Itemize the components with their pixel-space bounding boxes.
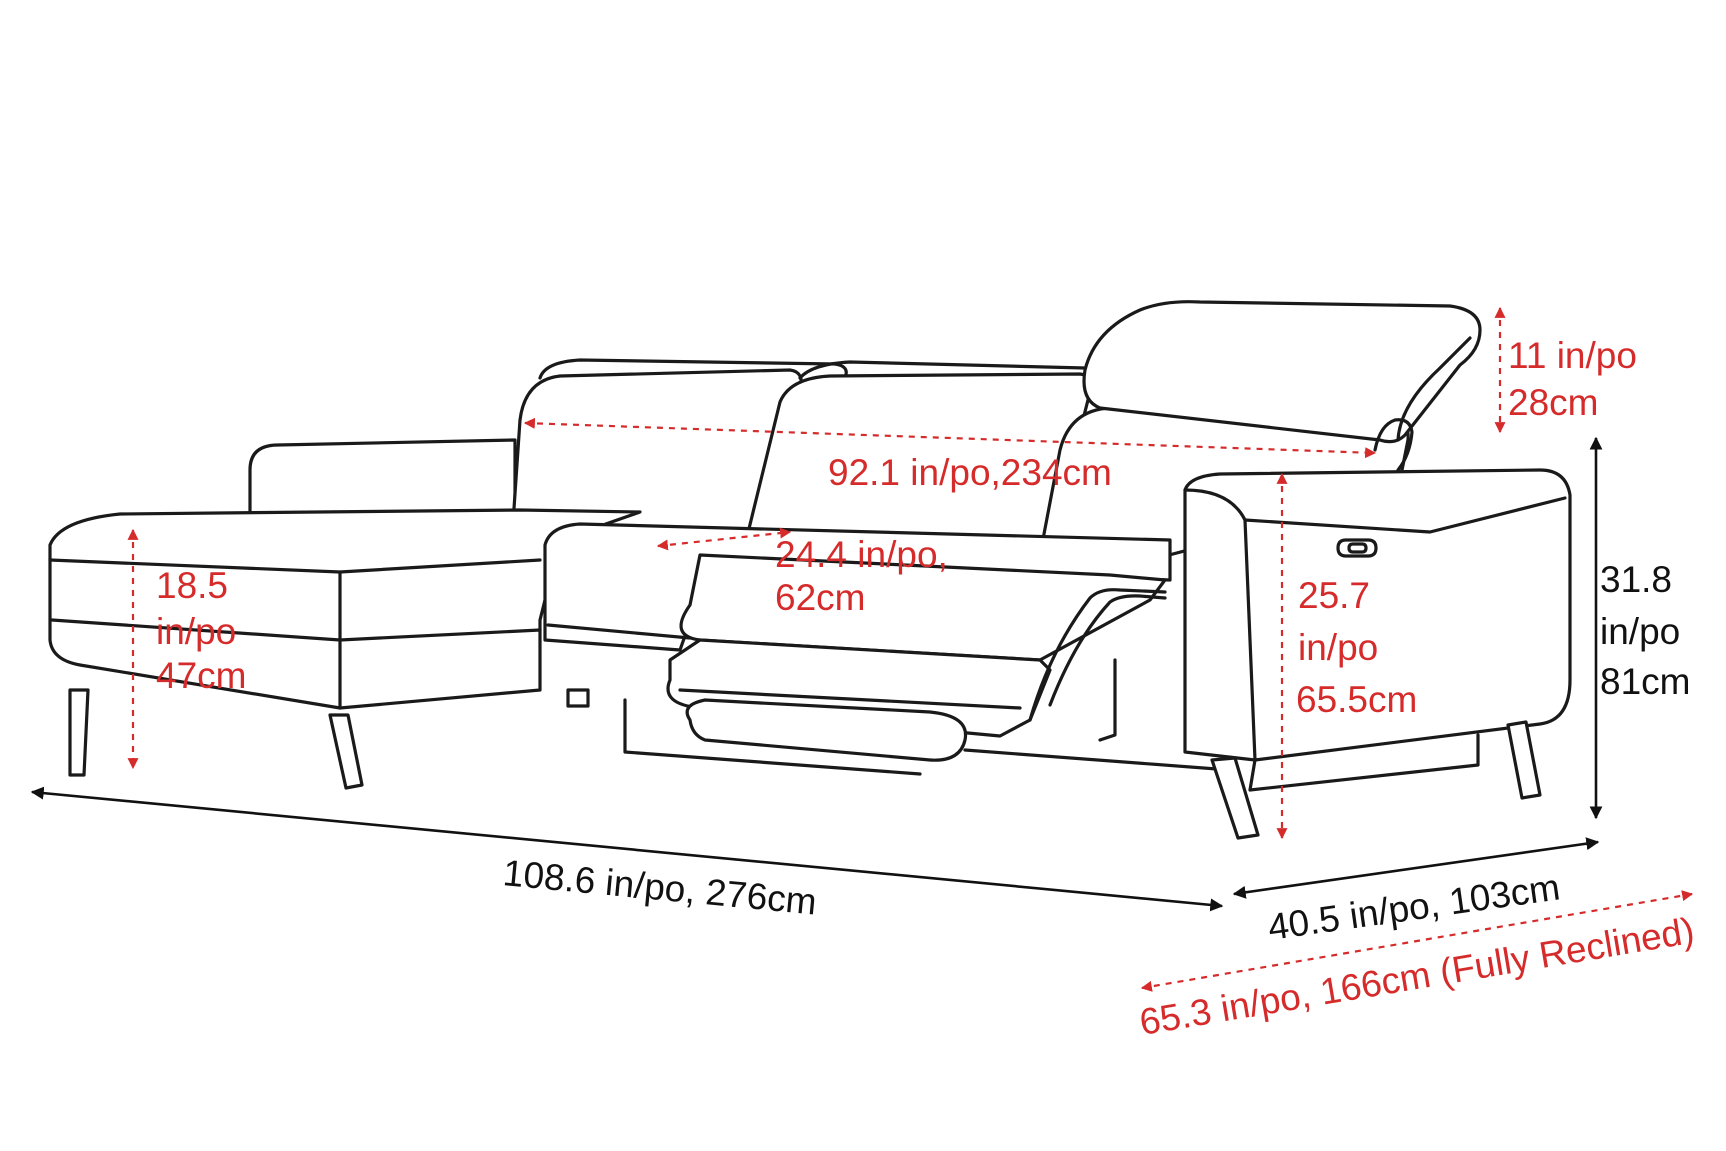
seat-depth-label-1: 24.4 in/po,: [775, 534, 948, 575]
chaise-base-line: [50, 618, 542, 642]
seat-depth-arrow: [656, 527, 792, 551]
headrest-inner-curve: [1396, 336, 1472, 442]
recliner-legrest-line: [678, 688, 1022, 710]
back-width-label: 92.1 in/po,234cm: [828, 452, 1112, 493]
back-cushion-middle-top: [798, 360, 1087, 380]
leg-front-middle: [328, 713, 364, 790]
total-width-arrow: [30, 786, 1224, 912]
right-arm-base: [1248, 733, 1480, 792]
leg-front-left: [68, 688, 90, 777]
seat-height-label-3: 47cm: [156, 655, 246, 696]
seat-height-label-2: in/po: [156, 611, 236, 652]
arm-height-label-3: 65.5cm: [1296, 679, 1417, 720]
recliner-seat: [679, 553, 1167, 662]
recliner-button-inner-icon: [1347, 542, 1368, 554]
chaise-back: [248, 438, 517, 527]
seat-height-label-1: 18.5: [156, 565, 228, 606]
leg-back-right: [1506, 720, 1542, 800]
total-height-label-2: in/po: [1600, 611, 1680, 652]
recliner-footrest: [685, 698, 968, 762]
total-depth-label: 40.5 in/po, 103cm: [1265, 866, 1562, 948]
middle-seat-front: [546, 623, 692, 640]
recliner-mechanism: [1028, 588, 1167, 722]
headrest-height-label-1: 11 in/po: [1508, 335, 1637, 376]
total-depth-arrow: [1232, 837, 1600, 899]
total-height-label-1: 31.8: [1600, 559, 1672, 600]
reclined-depth-label: 65.3 in/po, 166cm (Fully Reclined): [1137, 910, 1698, 1043]
arm-height-label-2: in/po: [1298, 627, 1378, 668]
dimension-lines: [30, 306, 1694, 992]
headrest-hinge: [1373, 418, 1414, 472]
reclined-depth-arrow: [1140, 890, 1694, 992]
sofa-drawing: [48, 300, 1572, 840]
headrest-height-label-2: 28cm: [1508, 382, 1598, 423]
back-cushion-left-top: [538, 358, 848, 380]
arm-height-label-1: 25.7: [1298, 575, 1370, 616]
middle-seat-foot: [566, 688, 590, 708]
seat-depth-label-2: 62cm: [775, 577, 865, 618]
total-height-label-3: 81cm: [1600, 661, 1690, 702]
back-width-arrow: [523, 417, 1377, 459]
right-arm-top-panel: [1243, 496, 1567, 534]
leg-front-right: [1210, 756, 1260, 840]
recliner-mechanism-2: [1048, 594, 1167, 707]
recliner-base-frame: [623, 658, 1232, 776]
